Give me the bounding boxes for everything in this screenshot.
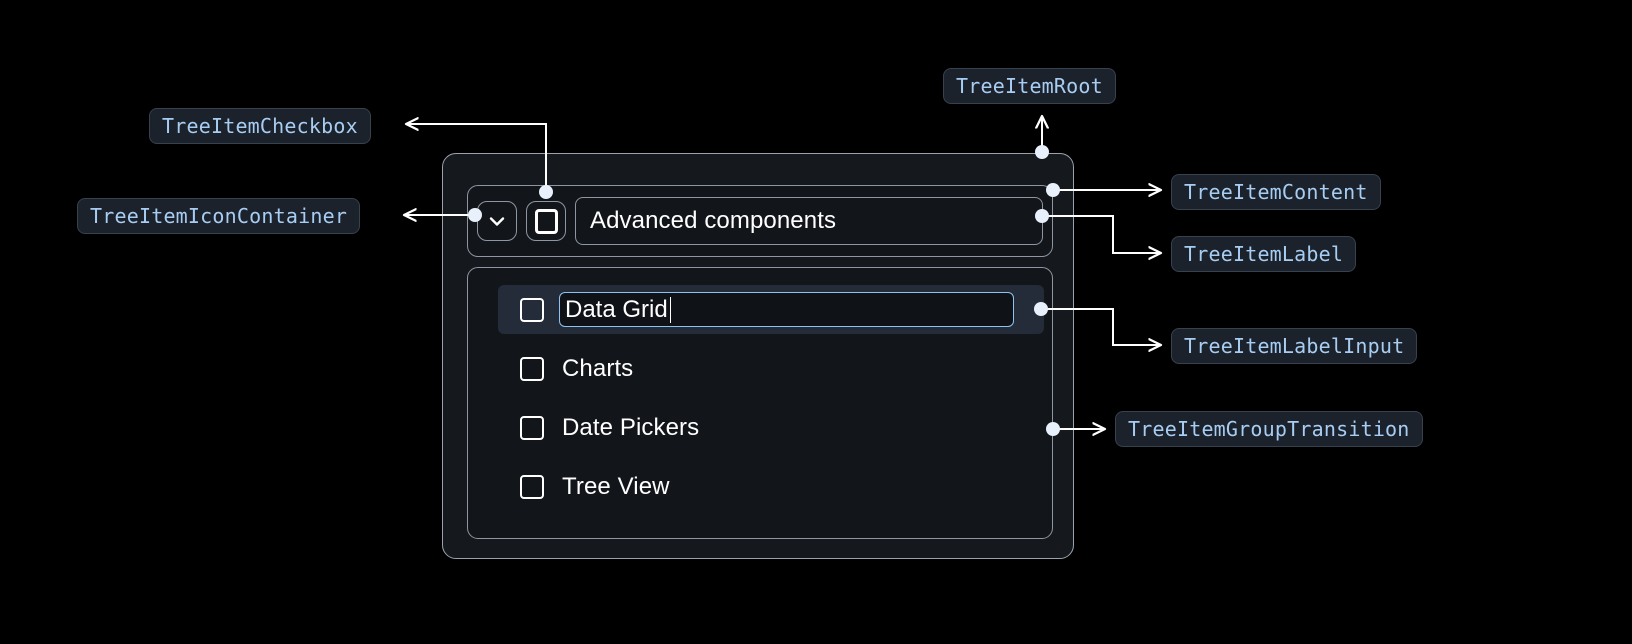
chevron-down-icon bbox=[489, 217, 505, 226]
tree-item-child-row[interactable]: Date Pickers bbox=[498, 403, 699, 452]
annotation-badge-checkbox: TreeItemCheckbox bbox=[149, 108, 371, 144]
annotation-badge-content: TreeItemContent bbox=[1171, 174, 1381, 210]
tree-item-checkbox[interactable] bbox=[526, 201, 566, 241]
tree-item-content[interactable]: Advanced components bbox=[467, 185, 1053, 257]
tree-item-icon-container[interactable] bbox=[477, 201, 517, 241]
tree-item-root[interactable]: Advanced components Data Grid Charts Dat… bbox=[442, 153, 1074, 559]
tree-item-label-text: Advanced components bbox=[590, 207, 837, 234]
tree-item-label: Tree View bbox=[562, 472, 670, 500]
annotation-badge-group-transition: TreeItemGroupTransition bbox=[1115, 411, 1423, 447]
tree-item-child-row[interactable]: Tree View bbox=[498, 462, 670, 511]
annotation-badge-label: TreeItemLabel bbox=[1171, 236, 1357, 272]
text-caret bbox=[669, 296, 672, 323]
tree-item-label-input[interactable]: Data Grid bbox=[559, 292, 1014, 327]
tree-item-checkbox[interactable] bbox=[520, 356, 544, 381]
tree-item-label-input-value: Data Grid bbox=[565, 295, 668, 323]
annotation-badge-root: TreeItemRoot bbox=[943, 68, 1116, 104]
tree-item-checkbox[interactable] bbox=[520, 474, 544, 499]
tree-item-label: Date Pickers bbox=[562, 413, 700, 441]
annotation-badge-icon-container: TreeItemIconContainer bbox=[77, 198, 361, 234]
tree-item-label[interactable]: Advanced components bbox=[575, 197, 1043, 245]
tree-item-checkbox[interactable] bbox=[520, 297, 544, 322]
tree-item-checkbox[interactable] bbox=[520, 415, 544, 440]
checkbox-square-icon bbox=[534, 208, 558, 234]
tree-item-label: Charts bbox=[562, 354, 634, 382]
tree-item-group-transition: Data Grid Charts Date Pickers Tree View bbox=[467, 267, 1053, 539]
annotation-badge-label-input: TreeItemLabelInput bbox=[1171, 328, 1418, 364]
tree-item-child-row[interactable]: Data Grid bbox=[498, 285, 1044, 334]
tree-item-child-row[interactable]: Charts bbox=[498, 344, 633, 393]
